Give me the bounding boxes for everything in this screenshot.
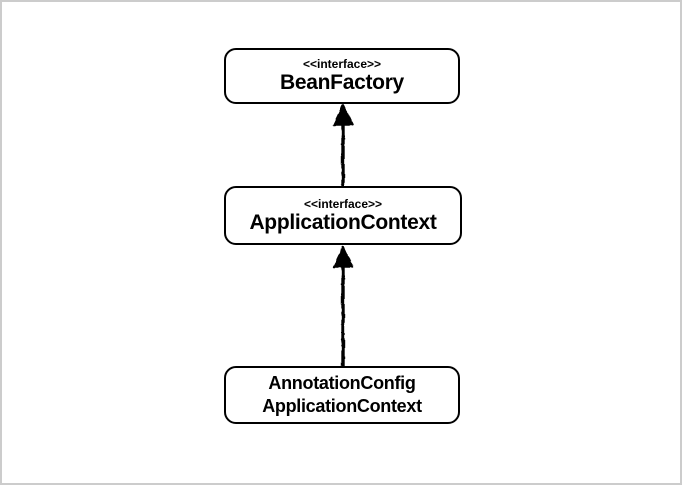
node-annotationconfigapplicationcontext: AnnotationConfig ApplicationContext [224, 366, 460, 424]
node-beanfactory: <<interface>> BeanFactory [224, 48, 460, 104]
stereotype-label: <<interface>> [303, 196, 383, 211]
node-title: BeanFactory [280, 71, 404, 94]
node-applicationcontext: <<interface>> ApplicationContext [224, 186, 462, 245]
node-title: ApplicationContext [249, 210, 437, 234]
stereotype-label: <<interface>> [302, 57, 382, 71]
inheritance-arrow-applicationcontext-to-beanfactory [332, 104, 354, 188]
node-title: AnnotationConfig ApplicationContext [262, 373, 422, 416]
inheritance-arrow-annotationconfig-to-applicationcontext [332, 246, 354, 367]
